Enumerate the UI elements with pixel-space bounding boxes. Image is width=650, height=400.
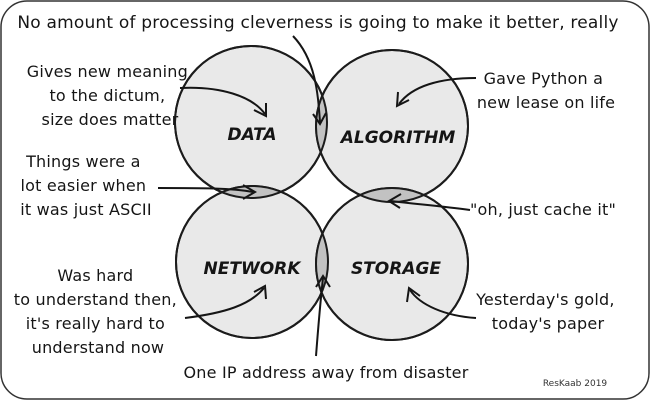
arrow-to-storage [409,289,477,319]
storage-label: STORAGE [351,259,441,279]
network-circle-outline [175,185,329,339]
data-network-annotation: Things were a lot easier when it was jus… [20,152,152,219]
data-circle-outline [174,45,328,199]
arrowhead-title [312,112,327,126]
algorithm-annotation-line: Gave Python a [484,69,604,88]
data-network-annotation-line: lot easier when [20,176,146,195]
arrow-to-data [179,86,266,115]
arrowhead-storage [406,286,421,303]
arrowhead-network-storage [315,274,331,288]
top-annotation: No amount of processing cleverness is go… [17,13,618,33]
storage-annotation-line: today's paper [492,314,605,333]
network-annotation-line: to understand then, [14,290,177,309]
storage-annotation: Yesterday's gold, today's paper [475,290,620,333]
network-annotation: Was hard to understand then, it's really… [14,266,182,357]
arrow-to-algorithm-storage [390,200,471,211]
data-label: DATA [227,125,276,145]
network-annotation-line: it's really hard to [26,314,165,333]
arrowhead-algorithm-storage [387,193,402,209]
arrowhead-data [253,103,267,118]
storage-circle-outline [315,187,469,341]
arrow-to-algorithm [398,77,477,105]
arrowhead-data-network [242,184,257,200]
algorithm-label: ALGORITHM [339,128,456,148]
arrow-title-to-overlap [292,35,321,123]
data-annotation-line: to the dictum, [49,86,165,105]
arrow-to-network [184,287,265,319]
algorithm-annotation: Gave Python a new lease on life [477,69,615,112]
network-storage-annotation: One IP address away from disaster [183,363,468,382]
data-network-annotation-line: Things were a [25,152,141,171]
network-annotation-line: understand now [32,338,164,357]
data-network-annotation-line: it was just ASCII [20,200,152,219]
data-annotation-line: Gives new meaning [27,62,188,81]
arrow-to-network-storage [315,277,324,357]
arrow-to-data-network [157,187,254,193]
data-annotation-line: size does matter [42,110,179,129]
arrowhead-algorithm [395,91,410,108]
algorithm-annotation-line: new lease on life [477,93,615,112]
artist-signature: ResKaab 2019 [543,379,608,389]
arrowhead-network [253,284,267,300]
storage-annotation-line: Yesterday's gold, [475,290,615,309]
data-annotation: Gives new meaning to the dictum, size do… [27,62,194,129]
network-annotation-line: Was hard [57,266,133,285]
arrows [157,35,477,357]
network-label: NETWORK [204,259,303,279]
algorithm-storage-annotation: "oh, just cache it" [470,200,616,219]
